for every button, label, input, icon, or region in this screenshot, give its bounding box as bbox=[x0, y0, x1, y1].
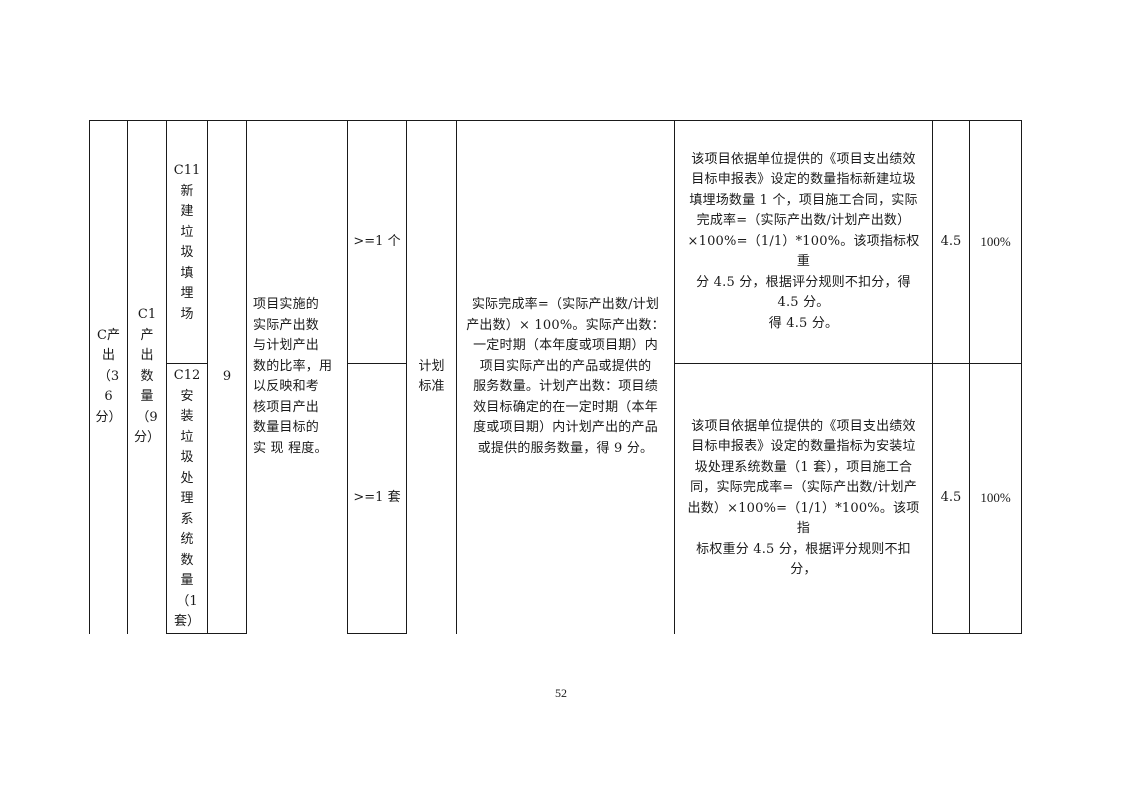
rate-cell-c11: 100% bbox=[970, 121, 1021, 363]
score-text-c11: 4.5 bbox=[940, 233, 962, 249]
column-border bbox=[456, 120, 457, 634]
page-number: 52 bbox=[555, 686, 567, 700]
target-cell-c11: >=1 个 bbox=[348, 121, 406, 363]
table-top-border bbox=[89, 120, 1022, 121]
indicator-cell-c12: C12 安 装 垃 圾 处 理 系 统 数 量 （1 套） bbox=[167, 364, 207, 633]
row-bottom-border bbox=[932, 633, 1022, 634]
column-border bbox=[127, 120, 128, 634]
column-border bbox=[166, 120, 167, 634]
analysis-text-c11: 该项目依据单位提供的《项目支出绩效 目标申报表》设定的数量指标新建垃圾 填埋场数… bbox=[687, 151, 920, 331]
target-text-c11: >=1 个 bbox=[353, 233, 401, 249]
row-divider bbox=[674, 363, 1022, 364]
indicator-text-c11: C11 新 建 垃 圾 填 埋 场 bbox=[173, 163, 201, 322]
description-text: 项目实施的 实际产出数 与计划产出 数的比率，用 以反映和考 核项目产出 数量目… bbox=[253, 297, 333, 456]
level2-indicator-text: C1 产 出 数 量 （9 分） bbox=[133, 307, 160, 446]
row-bottom-border bbox=[347, 633, 407, 634]
column-border bbox=[674, 120, 675, 634]
analysis-cell-c11: 该项目依据单位提供的《项目支出绩效 目标申报表》设定的数量指标新建垃圾 填埋场数… bbox=[675, 121, 932, 363]
column-border bbox=[932, 120, 933, 634]
column-border bbox=[969, 120, 970, 634]
column-border bbox=[406, 120, 407, 634]
target-text-c12: >=1 套 bbox=[353, 490, 401, 506]
level1-indicator-text: C产 出 （3 6 分） bbox=[95, 327, 122, 425]
column-border bbox=[89, 120, 90, 634]
column-border bbox=[207, 120, 208, 634]
score-cell-c12: 4.5 bbox=[933, 364, 969, 633]
formula-text: 实际完成率=（实际产出数/计划 产出数）× 100%。实际产出数： 一定时期（本… bbox=[466, 297, 665, 456]
table-right-border bbox=[1021, 120, 1022, 634]
indicator-text-c12: C12 安 装 垃 圾 处 理 系 统 数 量 （1 套） bbox=[173, 368, 201, 629]
analysis-text-c12: 该项目依据单位提供的《项目支出绩效 目标申报表》设定的数量指标为安装垃 圾处理系… bbox=[687, 418, 920, 578]
score-total-cell: 9 bbox=[208, 121, 246, 633]
description-cell: 项目实施的 实际产出数 与计划产出 数的比率，用 以反映和考 核项目产出 数量目… bbox=[247, 121, 347, 633]
rate-cell-c12: 100% bbox=[970, 364, 1021, 633]
method-cell: 计划 标准 bbox=[407, 121, 456, 633]
analysis-cell-c12: 该项目依据单位提供的《项目支出绩效 目标申报表》设定的数量指标为安装垃 圾处理系… bbox=[675, 364, 932, 633]
score-total-text: 9 bbox=[222, 368, 232, 384]
column-border bbox=[246, 120, 247, 634]
rate-text-c11: 100% bbox=[980, 233, 1011, 249]
row-bottom-border bbox=[166, 633, 246, 634]
column-border bbox=[347, 120, 348, 634]
indicator-cell-c11: C11 新 建 垃 圾 填 埋 场 bbox=[167, 121, 207, 363]
rate-text-c12: 100% bbox=[980, 490, 1011, 506]
target-cell-c12: >=1 套 bbox=[348, 364, 406, 633]
level2-indicator-cell: C1 产 出 数 量 （9 分） bbox=[128, 121, 166, 633]
method-text: 计划 标准 bbox=[418, 358, 445, 395]
row-divider bbox=[347, 363, 407, 364]
score-cell-c11: 4.5 bbox=[933, 121, 969, 363]
row-divider bbox=[166, 363, 208, 364]
score-text-c12: 4.5 bbox=[940, 490, 962, 506]
level1-indicator-cell: C产 出 （3 6 分） bbox=[90, 121, 127, 633]
formula-cell: 实际完成率=（实际产出数/计划 产出数）× 100%。实际产出数： 一定时期（本… bbox=[457, 121, 674, 633]
